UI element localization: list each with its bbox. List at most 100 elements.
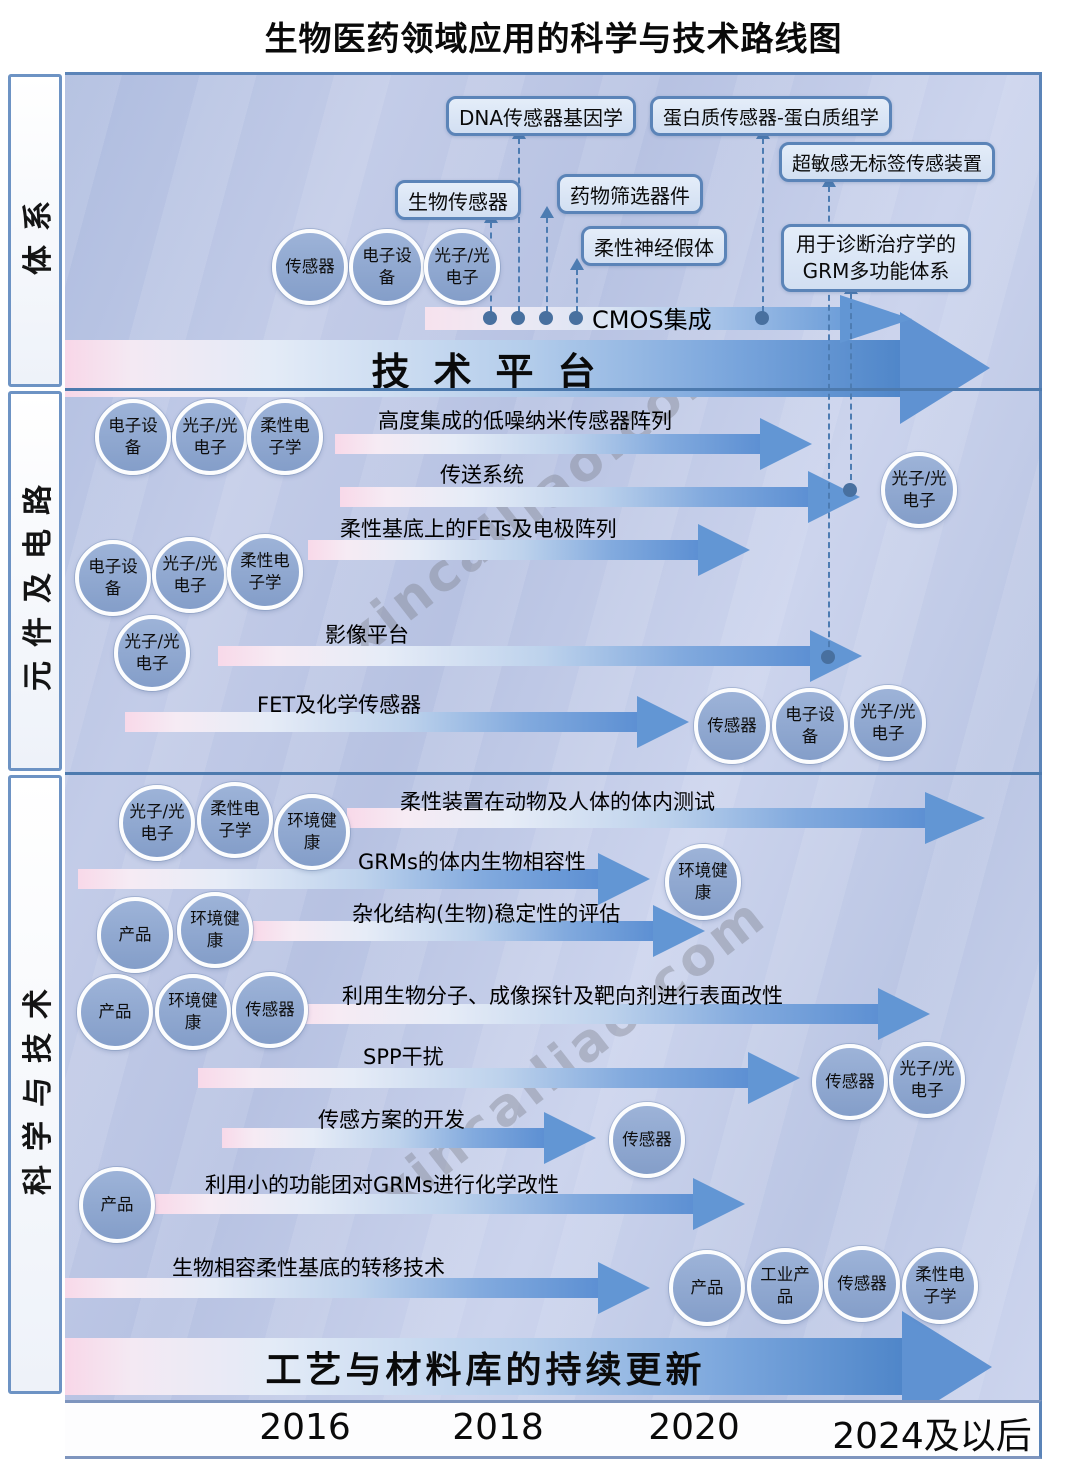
tag-circle-sensor: 传感器 xyxy=(232,972,308,1048)
tag-circle-photonics: 光子/光电子 xyxy=(114,615,190,691)
arrow-fet-chemical-sensors xyxy=(125,712,637,732)
tag-circle-photonics: 光子/光电子 xyxy=(119,785,195,861)
tag-circle-flexible-electronics: 柔性电子学 xyxy=(247,399,323,475)
arrow-head xyxy=(900,312,993,424)
dashed-connector xyxy=(569,258,584,312)
dashed-connector xyxy=(755,127,770,312)
tag-circle-environment-health: 环境健康 xyxy=(665,844,741,920)
timeline-axis xyxy=(65,1400,1042,1459)
arrow-imaging-platform xyxy=(218,646,810,666)
arrow-surface-modification-label: 利用生物分子、成像探针及靶向剂进行表面改性 xyxy=(342,984,783,1008)
connector-dot xyxy=(843,483,857,497)
arrow-cmos-integration xyxy=(425,307,840,330)
arrow-delivery-system xyxy=(340,487,808,507)
timeline-tick-2016: 2016 xyxy=(259,1407,351,1448)
connector-dot xyxy=(755,311,769,325)
arrow-head xyxy=(544,1112,599,1164)
arrow-invivo-testing-label: 柔性装置在动物及人体的体内测试 xyxy=(400,790,715,814)
tag-circle-sensor: 传感器 xyxy=(824,1246,900,1322)
connector-dot xyxy=(511,311,525,325)
callout-dna-sensor-genomics: DNA传感器基因学 xyxy=(446,96,637,136)
arrow-up-icon xyxy=(569,258,584,270)
dashed-connector xyxy=(539,206,554,312)
arrow-process-materials-update: 工艺与材料库的持续更新 xyxy=(65,1338,902,1395)
arrow-hybrid-stability-label: 杂化结构(生物)稳定性的评估 xyxy=(352,902,621,926)
tag-circle-environment-health: 环境健康 xyxy=(274,794,350,870)
tag-circle-product: 产品 xyxy=(79,1167,155,1243)
arrow-imaging-platform-label: 影像平台 xyxy=(325,623,409,647)
diagram-title: 生物医药领域应用的科学与技术路线图 xyxy=(264,19,843,58)
band-label-text: 体系 xyxy=(21,186,56,275)
arrow-grm-biocompatibility-label: GRMs的体内生物相容性 xyxy=(358,850,586,874)
tag-circle-sensor: 传感器 xyxy=(609,1102,685,1178)
arrow-head xyxy=(840,295,915,343)
arrow-fets-electrode-array xyxy=(308,540,698,560)
arrow-transfer-technology-label: 生物相容柔性基底的转移技术 xyxy=(172,1256,445,1280)
tag-circle-photonics: 光子/光电子 xyxy=(152,537,228,613)
tag-circle-flexible-electronics: 柔性电子学 xyxy=(197,782,273,858)
band-label-text: 科学与技术 xyxy=(21,974,56,1195)
arrow-head xyxy=(925,792,988,844)
timeline-tick-2018: 2018 xyxy=(452,1407,544,1448)
arrow-nanosensor-array xyxy=(335,434,760,454)
band-label-text: 元件及电路 xyxy=(21,471,56,691)
dashed-connector xyxy=(843,282,858,490)
tag-circle-electronics: 电子设备 xyxy=(772,688,848,764)
tag-circle-flexible-electronics: 柔性电子学 xyxy=(902,1248,978,1324)
band-divider xyxy=(65,772,1042,775)
tag-circle-environment-health: 环境健康 xyxy=(155,974,231,1050)
arrow-head xyxy=(760,418,815,470)
timeline-tick-2020: 2020 xyxy=(648,1407,740,1448)
arrow-delivery-system-label: 传送系统 xyxy=(440,463,524,487)
connector-dot xyxy=(569,311,583,325)
arrow-head xyxy=(808,471,863,523)
arrow-fet-chemical-sensors-label: FET及化学传感器 xyxy=(257,693,422,717)
callout-grm-theranostic-system: 用于诊断治疗学的GRM多功能体系 xyxy=(781,224,971,292)
tag-circle-flexible-electronics: 柔性电子学 xyxy=(227,534,303,610)
callout-flexible-neural-prosthesis: 柔性神经假体 xyxy=(581,226,727,266)
arrow-sensing-scheme-dev-label: 传感方案的开发 xyxy=(318,1108,465,1132)
band-label-science-technology: 科学与技术 xyxy=(8,775,62,1394)
arrow-up-icon xyxy=(539,206,554,218)
callout-biosensor: 生物传感器 xyxy=(395,180,521,220)
connector-dot xyxy=(539,311,553,325)
callout-protein-sensor-proteomics: 蛋白质传感器-蛋白质组学 xyxy=(650,96,892,136)
arrow-fets-electrode-array-label: 柔性基底上的FETs及电极阵列 xyxy=(340,517,617,541)
arrow-sensing-scheme-dev xyxy=(222,1128,544,1148)
arrow-grm-biocompatibility xyxy=(78,869,598,889)
arrow-transfer-technology xyxy=(65,1278,598,1298)
tag-circle-photonics: 光子/光电子 xyxy=(850,685,926,761)
tag-circle-product: 产品 xyxy=(669,1250,745,1326)
arrow-grm-chemical-modification xyxy=(155,1194,693,1214)
connector-dot xyxy=(483,311,497,325)
arrow-head xyxy=(598,853,653,905)
tag-circle-product: 产品 xyxy=(97,897,173,973)
tag-circle-photonics: 光子/光电子 xyxy=(424,229,500,305)
arrow-cmos-integration-label: CMOS集成 xyxy=(592,306,712,334)
arrow-head xyxy=(698,524,753,576)
tag-circle-sensor: 传感器 xyxy=(694,688,770,764)
tag-circle-photonics: 光子/光电子 xyxy=(172,399,248,475)
callout-ultrasensitive-label-free-sensing: 超敏感无标签传感装置 xyxy=(779,142,996,182)
tag-circle-photonics: 光子/光电子 xyxy=(889,1042,965,1118)
arrow-grm-chemical-modification-label: 利用小的功能团对GRMs进行化学改性 xyxy=(205,1173,559,1197)
tag-circle-industrial-product: 工业产品 xyxy=(747,1248,823,1324)
tag-circle-electronics: 电子设备 xyxy=(75,540,151,616)
arrow-head xyxy=(598,1262,653,1314)
band-divider xyxy=(65,388,1042,391)
arrow-head xyxy=(878,988,933,1040)
tag-circle-sensor: 传感器 xyxy=(272,229,348,305)
arrow-process-materials-update-label: 工艺与材料库的持续更新 xyxy=(265,1349,706,1391)
band-label-systems: 体系 xyxy=(8,74,62,387)
timeline-tick-2024-and-beyond: 2024及以后 xyxy=(832,1416,1032,1457)
band-label-components-circuits: 元件及电路 xyxy=(8,391,62,771)
tag-circle-environment-health: 环境健康 xyxy=(177,892,253,968)
arrow-head xyxy=(637,696,692,748)
arrow-spp-interference-label: SPP干扰 xyxy=(363,1045,444,1069)
tag-circle-electronics: 电子设备 xyxy=(95,399,171,475)
arrow-head xyxy=(693,1178,748,1230)
tag-circle-photonics: 光子/光电子 xyxy=(881,452,957,528)
arrow-surface-modification xyxy=(278,1004,878,1024)
dashed-connector xyxy=(511,127,526,312)
